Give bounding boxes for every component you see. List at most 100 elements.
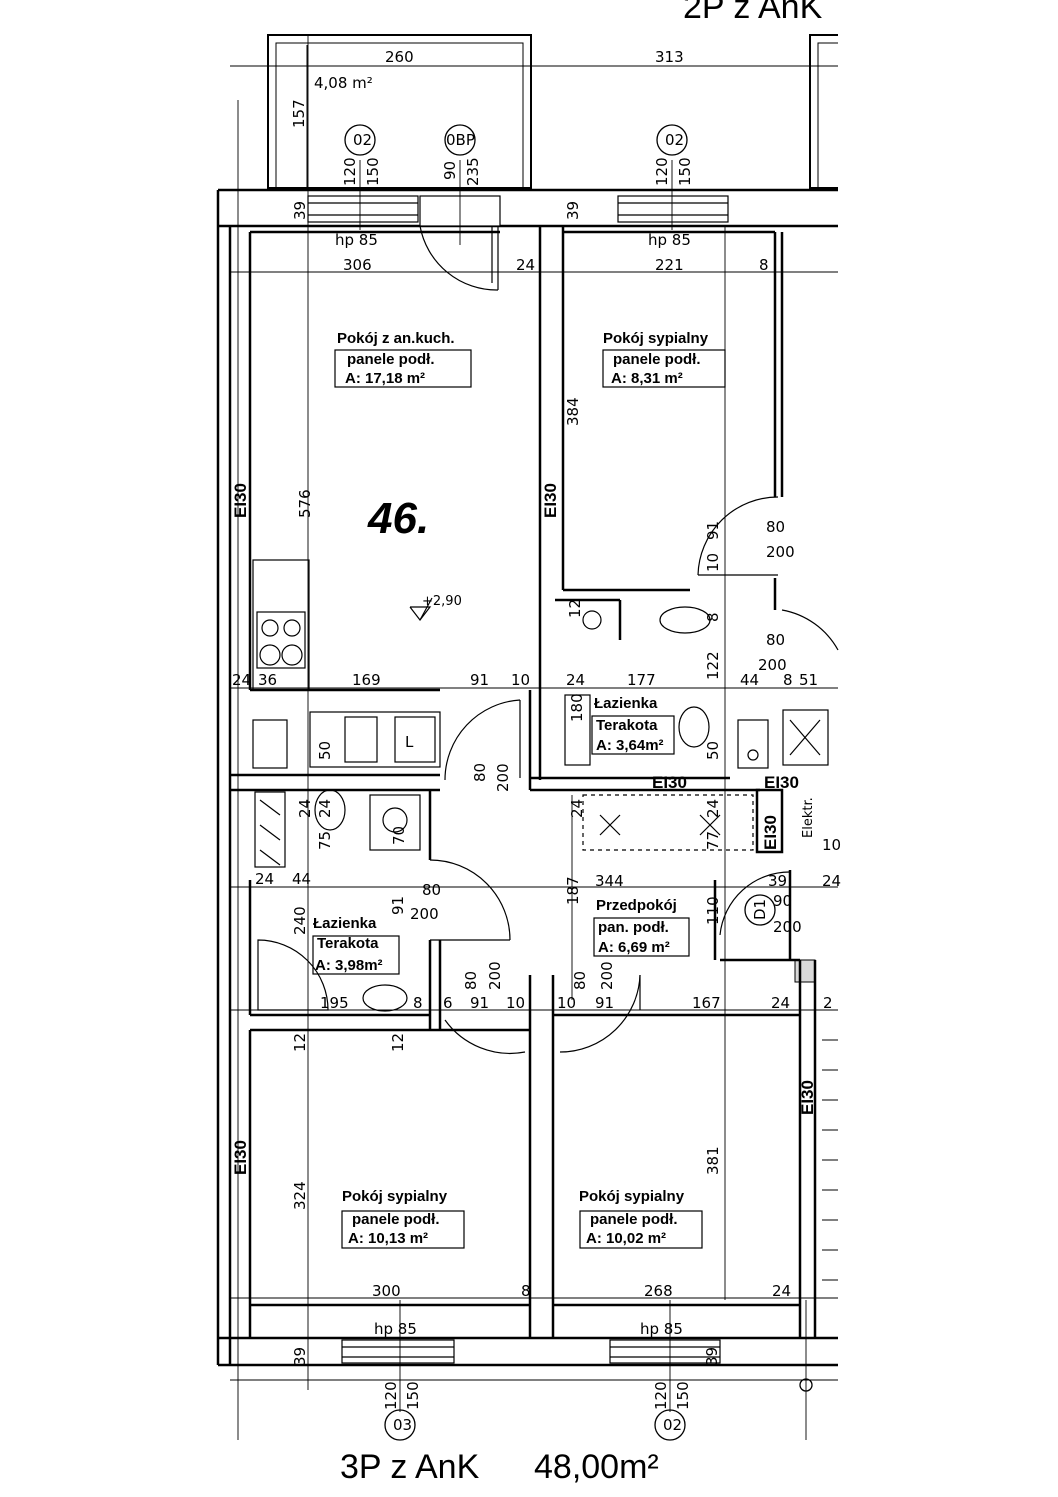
door-tag-d1: D1 (751, 899, 769, 920)
dim-24-f: 24 (568, 799, 586, 818)
dim-24-i: 24 (822, 872, 841, 890)
door-living (444, 699, 521, 781)
bath-2-fixtures (257, 789, 421, 1012)
dim-70: 70 (390, 826, 408, 845)
dim-313: 313 (655, 48, 684, 66)
wall-rating-left-bottom: EI30 (231, 1140, 250, 1175)
outer-walls (216, 188, 838, 1367)
dim-51: 51 (799, 671, 818, 689)
hp-85-bl: hp 85 (374, 1320, 417, 1338)
door-bedroom1 (697, 496, 779, 576)
window-bottom-right (609, 1339, 721, 1364)
dim-39-c: 39 (768, 872, 787, 890)
dim-177: 177 (627, 671, 656, 689)
dim-260: 260 (385, 48, 414, 66)
dim-90-b: 90 (773, 892, 792, 910)
footer-area-label: 48,00m² (534, 1448, 659, 1486)
dim-91-a: 91 (704, 521, 722, 540)
dim-120-tl: 120 (341, 157, 359, 186)
dim-10-d: 10 (557, 994, 576, 1012)
wall-rating-bath: EI30 (652, 773, 687, 792)
room-bedroom-bl-name: Pokój sypialny (342, 1188, 448, 1205)
dim-10-c: 10 (506, 994, 525, 1012)
dim-324: 324 (291, 1181, 309, 1210)
dim-77: 77 (704, 831, 722, 850)
dim-80-d: 80 (422, 881, 441, 899)
dim-187: 187 (564, 876, 582, 905)
balcony-right (809, 34, 838, 189)
installation-shaft (254, 719, 769, 868)
dim-39-d: 39 (291, 1347, 309, 1366)
dim-381: 381 (704, 1146, 722, 1175)
dim-75: 75 (316, 831, 334, 850)
room-bedroom1-area: A: 8,31 m² (611, 370, 683, 387)
room-living-floor: panele podł. (347, 351, 435, 368)
door-entrance (719, 871, 791, 936)
dim-120-tr: 120 (653, 157, 671, 186)
dim-157: 157 (290, 99, 308, 128)
room-bedroom-br-area: A: 10,02 m² (586, 1230, 666, 1247)
window-top-left (307, 195, 419, 223)
dim-384: 384 (564, 397, 582, 426)
dim-80-b: 80 (766, 631, 785, 649)
dim-180: 180 (568, 693, 586, 722)
dim-91-e: 91 (595, 994, 614, 1012)
dim-300: 300 (372, 1282, 401, 1300)
dim-8-a: 8 (759, 256, 769, 274)
dim-200-a: 200 (766, 543, 795, 561)
dim-169: 169 (352, 671, 381, 689)
dim-50-b: 50 (316, 741, 334, 760)
dim-12-b: 12 (291, 1033, 309, 1052)
window-tag-03-bottom: 03 (393, 1416, 412, 1434)
room-living-name: Pokój z an.kuch. (337, 330, 455, 347)
dim-200-b: 200 (758, 656, 787, 674)
dim-24-j: 24 (771, 994, 790, 1012)
dim-240: 240 (291, 906, 309, 935)
footer-type-label: 3P z AnK (340, 1448, 480, 1486)
room-bath2-floor: Terakota (317, 935, 379, 952)
dim-24-a: 24 (516, 256, 535, 274)
dim-110: 110 (704, 896, 722, 925)
dim-44-b: 44 (292, 870, 311, 888)
door-bedroom-bl (444, 1019, 526, 1055)
dim-221: 221 (655, 256, 684, 274)
dim-24-k: 24 (772, 1282, 791, 1300)
room-label-boxes (312, 349, 726, 1249)
door-bedroom-br (559, 974, 641, 1053)
dim-10-e: 10 (822, 836, 841, 854)
dim-80-c: 80 (471, 763, 489, 782)
dim-24-c: 24 (566, 671, 585, 689)
dim-8-e: 8 (521, 1282, 531, 1300)
room-hall-area: A: 6,69 m² (598, 939, 670, 956)
dim-10-b: 10 (511, 671, 530, 689)
dim-122: 122 (704, 651, 722, 680)
room-bedroom1-name: Pokój sypialny (603, 330, 709, 347)
dim-24-b: 24 (232, 671, 251, 689)
room-living-area: A: 17,18 m² (345, 370, 425, 387)
dim-120-bl: 120 (382, 1381, 400, 1410)
balcony-area: 4,08 m² (314, 74, 373, 92)
elektr-label: Elektr. (801, 797, 816, 838)
header-type-label: 2P z AnK (683, 0, 823, 26)
dim-91-d: 91 (470, 994, 489, 1012)
dimension-lines (230, 35, 838, 1440)
wall-rating-center: EI30 (541, 483, 560, 518)
window-tag-circles (344, 124, 813, 1441)
dim-8-b: 8 (704, 612, 722, 622)
wall-rating-bath-right: EI30 (764, 773, 799, 792)
dim-80-f: 80 (571, 971, 589, 990)
dim-6: 6 (443, 994, 453, 1012)
dim-150-br: 150 (674, 1381, 692, 1410)
dim-2: 2 (823, 994, 833, 1012)
dim-10-a: 10 (704, 553, 722, 572)
unit-number: 46. (367, 494, 429, 543)
wall-rating-right-bottom: EI30 (798, 1080, 817, 1115)
bath-1-fixtures (564, 606, 754, 851)
window-tag-02-top-left: 02 (353, 131, 372, 149)
dim-50-a: 50 (704, 741, 722, 760)
dim-12-c: 12 (389, 1033, 407, 1052)
dim-200-f: 200 (486, 961, 504, 990)
window-bottom-left (341, 1339, 455, 1364)
room-hall-name: Przedpokój (596, 897, 677, 914)
dim-24-g: 24 (704, 799, 722, 818)
